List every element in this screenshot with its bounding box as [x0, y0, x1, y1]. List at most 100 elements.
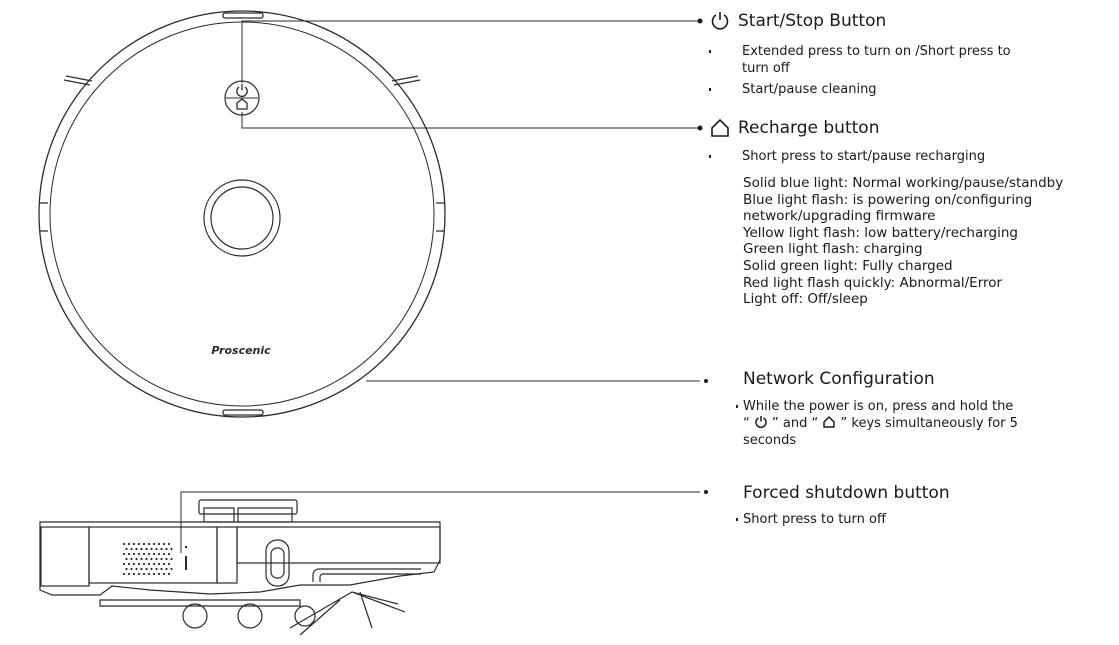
grille-dot — [170, 557, 173, 561]
grille-dot — [147, 572, 151, 576]
forced-bullet-line: Short press to turn off — [743, 512, 886, 527]
grille-dot — [145, 567, 148, 571]
robot-side-view — [39, 499, 441, 636]
grille-dot — [137, 542, 141, 546]
bottom-slot — [222, 409, 264, 416]
grille-dot — [157, 552, 161, 556]
grille-dot — [127, 542, 131, 546]
start-stop-bullet-2: Start/pause cleaning — [709, 81, 1011, 98]
forced-title: Forced shutdown button — [743, 483, 950, 503]
grille-dot — [155, 547, 158, 551]
leader-forced — [180, 491, 700, 553]
start-stop-section: Start/Stop Button Extended press to turn… — [709, 11, 1011, 98]
grille-dot — [142, 542, 146, 546]
grille-dot — [170, 547, 173, 551]
grille-dot — [132, 552, 136, 556]
robot-power-icon — [236, 84, 248, 98]
top-slot — [222, 12, 264, 19]
grille-dot — [140, 567, 143, 571]
light-status-7: Light off: Off/sleep — [743, 291, 868, 308]
start-stop-bullet-1-line-1: Extended press to turn on /Short press t… — [742, 44, 1011, 59]
start-stop-bullet-1: Extended press to turn on /Short press t… — [709, 43, 1011, 77]
recharge-bullet-1-line-1: Short press to start/pause recharging — [742, 149, 986, 164]
grille-dot — [135, 557, 138, 561]
recharge-heading: Recharge button — [709, 118, 1063, 138]
inline-power-icon — [755, 416, 767, 429]
start-stop-bullet-1-line-2: turn off — [742, 61, 790, 76]
light-status-5: Solid green light: Fully charged — [743, 257, 953, 274]
grille-dot — [142, 552, 146, 556]
grille-dot — [122, 552, 126, 556]
robot-home-icon — [236, 98, 248, 110]
dot-start-stop — [697, 18, 703, 24]
grille-dot — [142, 572, 146, 576]
grille-dot — [152, 562, 156, 566]
grille-dot — [160, 547, 163, 551]
grille-dot — [137, 562, 141, 566]
grille-dot — [130, 567, 133, 571]
grille-dot — [167, 572, 171, 576]
grille-dot — [162, 572, 166, 576]
grille-dot — [127, 552, 131, 556]
grille-dot — [147, 542, 151, 546]
light-status-4: Green light flash: charging — [743, 241, 923, 258]
leader-start-stop — [241, 20, 700, 83]
grille-dot — [167, 542, 171, 546]
reset-marker — [185, 546, 187, 570]
grille-dot — [165, 567, 168, 571]
grille-dot — [157, 562, 161, 566]
network-bullet: While the power is on, press and hold th… — [736, 398, 1018, 449]
grille-dot — [132, 542, 136, 546]
grille-dot — [162, 562, 166, 566]
speaker-grille — [122, 542, 173, 576]
grille-dot — [165, 557, 168, 561]
grille-dot — [145, 557, 148, 561]
inline-home-icon — [823, 416, 836, 428]
grille-dot — [130, 547, 133, 551]
start-stop-title: Start/Stop Button — [738, 10, 887, 31]
left-brush-arm — [63, 75, 93, 86]
leader-recharge — [241, 112, 700, 129]
grille-dot — [152, 552, 156, 556]
power-icon — [711, 12, 729, 30]
light-status-2: network/upgrading firmware — [743, 208, 936, 225]
grille-dot — [125, 567, 128, 571]
light-status-1: Blue light flash: is powering on/configu… — [743, 191, 1033, 208]
robot-side-notches — [40, 202, 444, 232]
grille-dot — [160, 567, 163, 571]
grille-dot — [160, 557, 163, 561]
network-section: Network Configuration While the power is… — [736, 371, 1018, 449]
grille-dot — [140, 547, 143, 551]
grille-dot — [157, 572, 161, 576]
network-heading: Network Configuration — [743, 371, 1018, 388]
grille-dot — [152, 572, 156, 576]
grille-dot — [137, 552, 141, 556]
forced-section: Forced shutdown button Short press to tu… — [736, 483, 950, 528]
grille-dot — [125, 547, 128, 551]
light-status-6: Red light flash quickly: Abnormal/Error — [743, 274, 1003, 291]
grille-dot — [155, 557, 158, 561]
grille-dot — [147, 552, 151, 556]
grille-dot — [152, 542, 156, 546]
grille-dot — [150, 547, 153, 551]
dot-recharge — [697, 125, 703, 131]
network-line-2: “ ” and “ ” keys simultaneously for 5 — [743, 415, 1018, 432]
network-line-1: While the power is on, press and hold th… — [743, 399, 1014, 414]
grille-dot — [150, 567, 153, 571]
grille-dot — [150, 557, 153, 561]
grille-dot — [125, 557, 128, 561]
start-stop-bullet-2-line-1: Start/pause cleaning — [742, 82, 877, 97]
grille-dot — [127, 572, 131, 576]
grille-dot — [130, 557, 133, 561]
robot-outer-body — [38, 10, 446, 418]
network-title: Network Configuration — [743, 369, 935, 389]
light-status-0: Solid blue light: Normal working/pause/s… — [743, 175, 1064, 191]
grille-dot — [145, 547, 148, 551]
grille-dot — [162, 552, 166, 556]
network-line-3: seconds — [743, 433, 797, 448]
grille-dot — [132, 562, 136, 566]
grille-dot — [137, 572, 141, 576]
lidar-inner — [210, 186, 274, 250]
grille-dot — [135, 567, 138, 571]
